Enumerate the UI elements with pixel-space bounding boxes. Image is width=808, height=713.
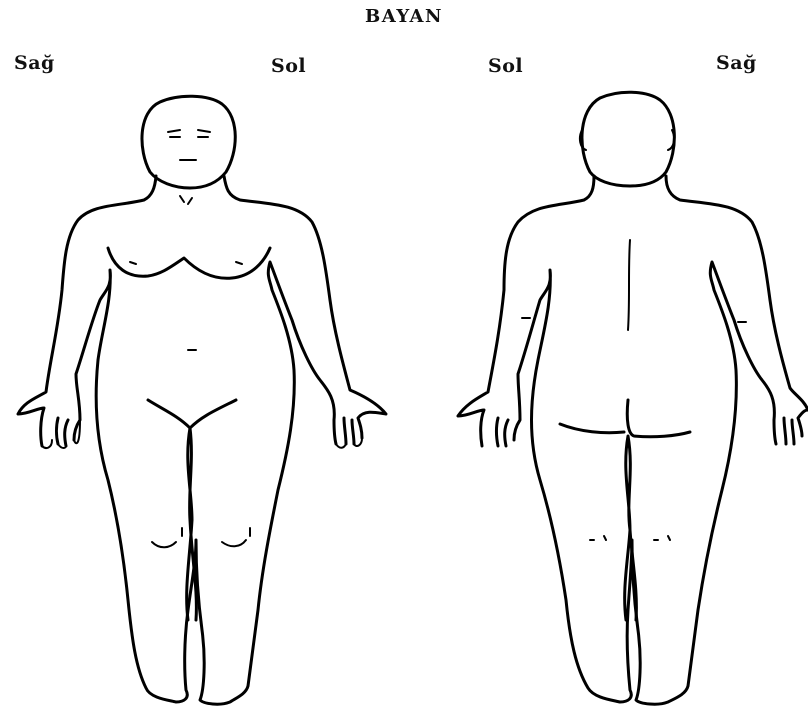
front-head — [142, 96, 235, 188]
front-body-figure — [18, 96, 386, 704]
front-left-hand — [336, 438, 362, 448]
front-nipples — [130, 262, 242, 264]
front-knees — [152, 528, 250, 547]
back-body-figure — [458, 92, 808, 704]
back-elbows — [522, 318, 746, 322]
back-spine — [628, 240, 630, 330]
front-groin-line — [148, 400, 236, 428]
back-head — [582, 92, 674, 186]
back-ears — [580, 130, 674, 150]
front-face-eyes — [168, 130, 210, 137]
front-neck-notch — [180, 196, 192, 204]
back-buttocks — [560, 400, 690, 437]
back-body-outline — [458, 176, 808, 704]
